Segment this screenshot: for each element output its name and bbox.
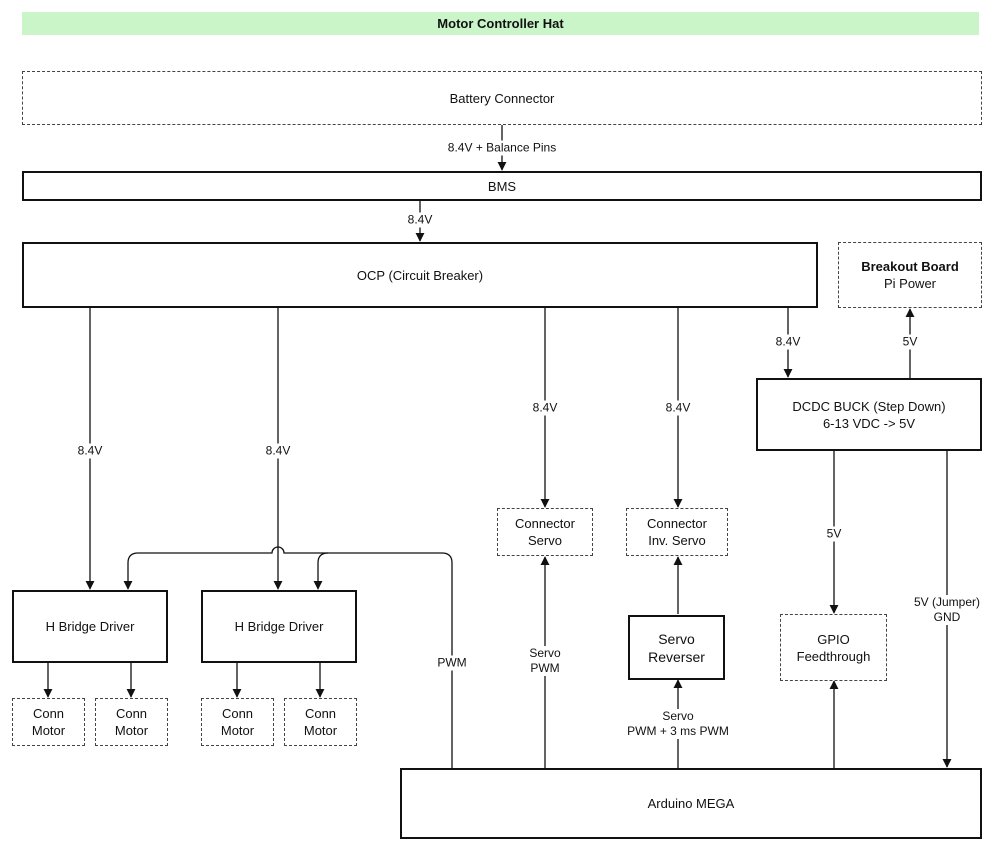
breakout-board-subtitle: Pi Power: [883, 276, 937, 291]
label-reverser-pwm: Servo PWM + 3 ms PWM: [626, 709, 730, 739]
arduino-mega-label: Arduino MEGA: [647, 796, 735, 811]
h-bridge-driver-1-label: H Bridge Driver: [45, 619, 135, 634]
connector-inv-servo-line2: Inv. Servo: [648, 533, 706, 548]
servo-reverser-line2: Reverser: [648, 648, 705, 665]
arduino-mega-block: Arduino MEGA: [400, 768, 982, 839]
conn-motor-2: Conn Motor: [95, 698, 168, 746]
label-jumper-line2: GND: [933, 610, 961, 624]
label-ocp-inv-servo: 8.4V: [664, 400, 692, 416]
dcdc-buck-line2: 6-13 VDC -> 5V: [822, 415, 916, 431]
gpio-feedthrough-line1: GPIO: [817, 631, 850, 647]
label-reverser-pwm-line2: PWM + 3 ms PWM: [627, 724, 729, 738]
conn-motor-1: Conn Motor: [12, 698, 85, 746]
servo-reverser-line1: Servo: [658, 630, 695, 647]
h-bridge-driver-2-label: H Bridge Driver: [234, 619, 324, 634]
bms-block: BMS: [22, 171, 982, 201]
gpio-feedthrough-block: GPIO Feedthrough: [780, 614, 887, 681]
label-jumper-line1: 5V (Jumper): [913, 595, 981, 609]
dcdc-buck-line1: DCDC BUCK (Step Down): [792, 398, 946, 414]
label-pwm: PWM: [436, 655, 468, 671]
battery-connector-block: Battery Connector: [22, 71, 982, 125]
label-bms-ocp: 8.4V: [406, 212, 434, 228]
conn-motor-3-line1: Conn: [221, 706, 254, 721]
connector-servo-block: Connector Servo: [497, 508, 593, 556]
connector-servo-line2: Servo: [528, 533, 562, 548]
connector-servo-line1: Connector: [515, 516, 575, 531]
breakout-board-block: Breakout Board Pi Power: [838, 242, 982, 308]
label-servo-pwm-line1: Servo: [529, 646, 561, 660]
label-ocp-hbridge2: 8.4V: [264, 443, 292, 459]
label-ocp-servo: 8.4V: [531, 400, 559, 416]
battery-connector-label: Battery Connector: [449, 90, 555, 106]
conn-motor-1-line2: Motor: [31, 723, 66, 738]
h-bridge-driver-1: H Bridge Driver: [12, 590, 168, 663]
label-battery-bms: 8.4V + Balance Pins: [446, 140, 558, 156]
conn-motor-2-line1: Conn: [115, 706, 148, 721]
connector-inv-servo-line1: Connector: [647, 516, 707, 531]
ocp-block: OCP (Circuit Breaker): [22, 242, 818, 308]
conn-motor-3-line2: Motor: [220, 723, 255, 738]
label-jumper: 5V (Jumper) GND: [912, 595, 982, 625]
conn-motor-4-line2: Motor: [303, 723, 338, 738]
diagram-title: Motor Controller Hat: [22, 12, 979, 35]
connector-inv-servo-block: Connector Inv. Servo: [626, 508, 728, 556]
label-ocp-dcdc: 8.4V: [774, 334, 802, 350]
gpio-feedthrough-line2: Feedthrough: [796, 648, 871, 664]
label-ocp-hbridge1: 8.4V: [76, 443, 104, 459]
breakout-board-title: Breakout Board: [861, 259, 959, 274]
label-servo-pwm-line2: PWM: [530, 661, 560, 675]
conn-motor-4: Conn Motor: [284, 698, 357, 746]
ocp-label: OCP (Circuit Breaker): [356, 267, 484, 283]
conn-motor-4-line1: Conn: [304, 706, 337, 721]
label-dcdc-breakout: 5V: [901, 334, 919, 350]
conn-motor-1-line1: Conn: [32, 706, 65, 721]
bms-label: BMS: [487, 178, 517, 194]
label-servo-pwm: Servo PWM: [528, 646, 562, 676]
dcdc-buck-block: DCDC BUCK (Step Down) 6-13 VDC -> 5V: [756, 378, 982, 451]
servo-reverser-block: Servo Reverser: [628, 615, 725, 680]
h-bridge-driver-2: H Bridge Driver: [201, 590, 357, 663]
conn-motor-3: Conn Motor: [201, 698, 274, 746]
conn-motor-2-line2: Motor: [114, 723, 149, 738]
label-dcdc-gpio: 5V: [825, 526, 843, 542]
label-reverser-pwm-line1: Servo: [662, 709, 694, 723]
